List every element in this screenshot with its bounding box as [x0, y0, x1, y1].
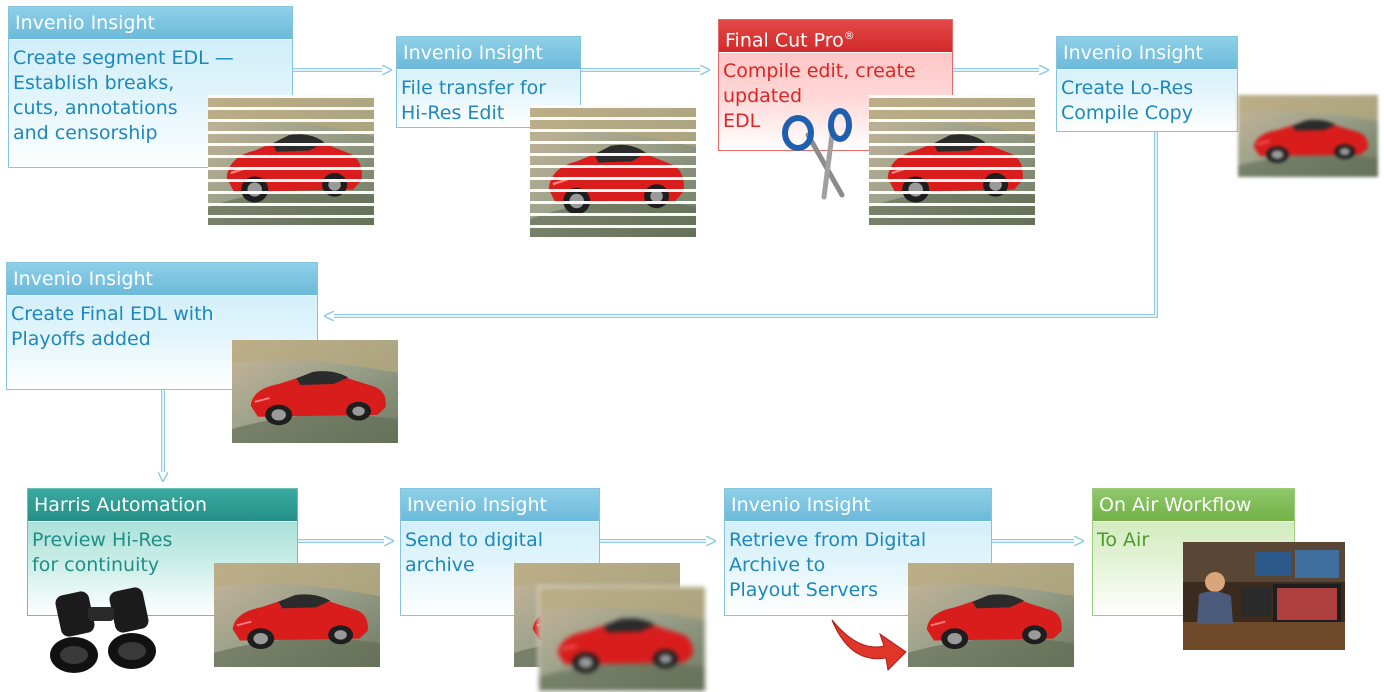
- step-description: Create Lo-Res Compile Copy: [1061, 77, 1194, 124]
- step-header-text: Final Cut Pro: [725, 29, 844, 52]
- step-header: On Air Workflow: [1093, 489, 1294, 522]
- car-photo: [208, 95, 374, 225]
- step-header: Final Cut Pro®: [719, 20, 952, 53]
- step-header: Invenio Insight: [9, 7, 292, 40]
- step-create-lo-res: Invenio Insight Create Lo-Res Compile Co…: [1056, 36, 1238, 132]
- step-description: Compile edit, create updated EDL: [723, 60, 916, 132]
- car-photo: [530, 105, 696, 237]
- step-header: Invenio Insight: [401, 489, 599, 522]
- scissors-icon: [782, 108, 852, 200]
- step-header: Invenio Insight: [7, 263, 317, 296]
- car-photo: [214, 563, 380, 667]
- step-description: Create segment EDL — Establish breaks, c…: [13, 47, 234, 144]
- control-room-photo: [1183, 542, 1345, 650]
- step-final-cut-pro: Final Cut Pro® Compile edit, create upda…: [718, 19, 953, 151]
- step-header: Harris Automation: [28, 489, 297, 522]
- interlace-stripes: [530, 105, 696, 237]
- step-description: Create Final EDL with Playoffs added: [11, 303, 214, 350]
- car-photo: [232, 340, 398, 443]
- step-retrieve-from-archive: Invenio Insight Retrieve from Digital Ar…: [724, 488, 992, 616]
- step-description: Retrieve from Digital Archive to Playout…: [729, 529, 927, 601]
- step-header: Invenio Insight: [397, 37, 580, 70]
- curved-arrow-icon: [831, 619, 907, 672]
- step-description: Send to digital archive: [405, 529, 544, 576]
- registered-mark: ®: [843, 29, 855, 42]
- step-header: Invenio Insight: [1057, 37, 1237, 70]
- step-header: Invenio Insight: [725, 489, 991, 522]
- step-description: To Air: [1097, 529, 1150, 551]
- interlace-stripes: [869, 95, 1035, 225]
- binoculars-icon: [50, 587, 156, 673]
- interlace-stripes: [208, 95, 374, 225]
- step-description: Preview Hi-Res for continuity: [32, 529, 173, 576]
- pixelated-car-photo: [538, 586, 706, 692]
- step-create-final-edl: Invenio Insight Create Final EDL with Pl…: [6, 262, 318, 390]
- car-photo: [1238, 95, 1378, 177]
- car-photo: [908, 563, 1074, 667]
- car-photo: [869, 95, 1035, 225]
- step-create-segment-edl: Invenio Insight Create segment EDL — Est…: [8, 6, 293, 168]
- step-description: File transfer for Hi-Res Edit: [401, 77, 547, 124]
